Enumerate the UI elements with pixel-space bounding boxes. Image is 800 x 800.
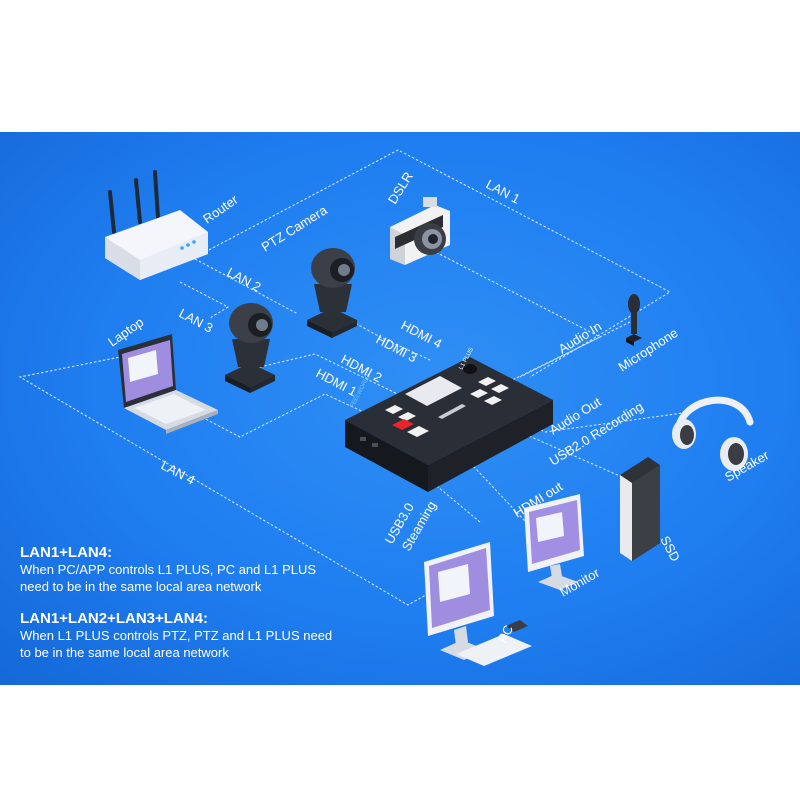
t-bar [438,404,466,419]
lan4-label: LAN 4 [159,457,198,487]
lan4-line [18,351,441,606]
note-text: to be in the same local area network [20,645,229,660]
connection-diagram: FEELWORLD L1 PLUS Router PTZ Camera DSLR… [18,149,772,666]
lan1-label: LAN 1 [484,176,523,206]
router-label: Router [200,191,241,226]
note-lan1-lan4: LAN1+LAN4: When PC/APP controls L1 PLUS,… [20,544,316,595]
red-button [392,419,414,430]
lan2-label: LAN 2 [225,264,264,294]
connection-lines [18,149,691,606]
ptz-camera-icon [307,248,357,338]
note-lan1-lan4-all: LAN1+LAN2+LAN3+LAN4: When L1 PLUS contro… [20,610,332,661]
lan3-line [179,281,230,319]
usb2-line [519,431,623,478]
audio-in-line [519,321,631,378]
router-icon [105,170,208,280]
lan2-line [194,258,299,315]
note-text: When L1 PLUS controls PTZ, PTZ and L1 PL… [20,628,333,643]
ptz-camera-2-icon [225,303,275,393]
diagram-panel: FEELWORLD L1 PLUS Router PTZ Camera DSLR… [0,132,800,685]
hdmi1-line [197,393,386,438]
lan3-label: LAN 3 [177,305,216,335]
audio-in-label: Audio In [556,319,604,357]
microphone-icon [626,294,642,346]
note-text: need to be in the same local area networ… [20,579,262,594]
ssd-icon [620,457,660,561]
dslr-camera-icon [390,197,450,265]
monitor-label: Monitor [557,565,603,600]
lan1-line [204,149,672,378]
joystick-icon [463,364,477,374]
microphone-label: Microphone [615,325,680,375]
monitor-icon [524,494,584,590]
headphones-icon [672,396,754,471]
dslr-label: DSLR [385,169,416,206]
hdmi4-line [419,243,602,388]
ptz-camera-label: PTZ Camera [259,202,331,255]
note-heading: LAN1+LAN2+LAN3+LAN4: [20,610,208,627]
ssd-label: SSD [657,533,683,564]
l1-plus-switcher: FEELWORLD L1 PLUS [345,347,553,492]
pc-icon [424,542,532,666]
pc-label: PC [494,622,516,645]
note-heading: LAN1+LAN4: [20,544,113,561]
preview-screen [405,376,462,406]
note-text: When PC/APP controls L1 PLUS, PC and L1 … [20,562,317,577]
laptop-icon [118,334,218,434]
hdmi2-line [259,353,411,401]
